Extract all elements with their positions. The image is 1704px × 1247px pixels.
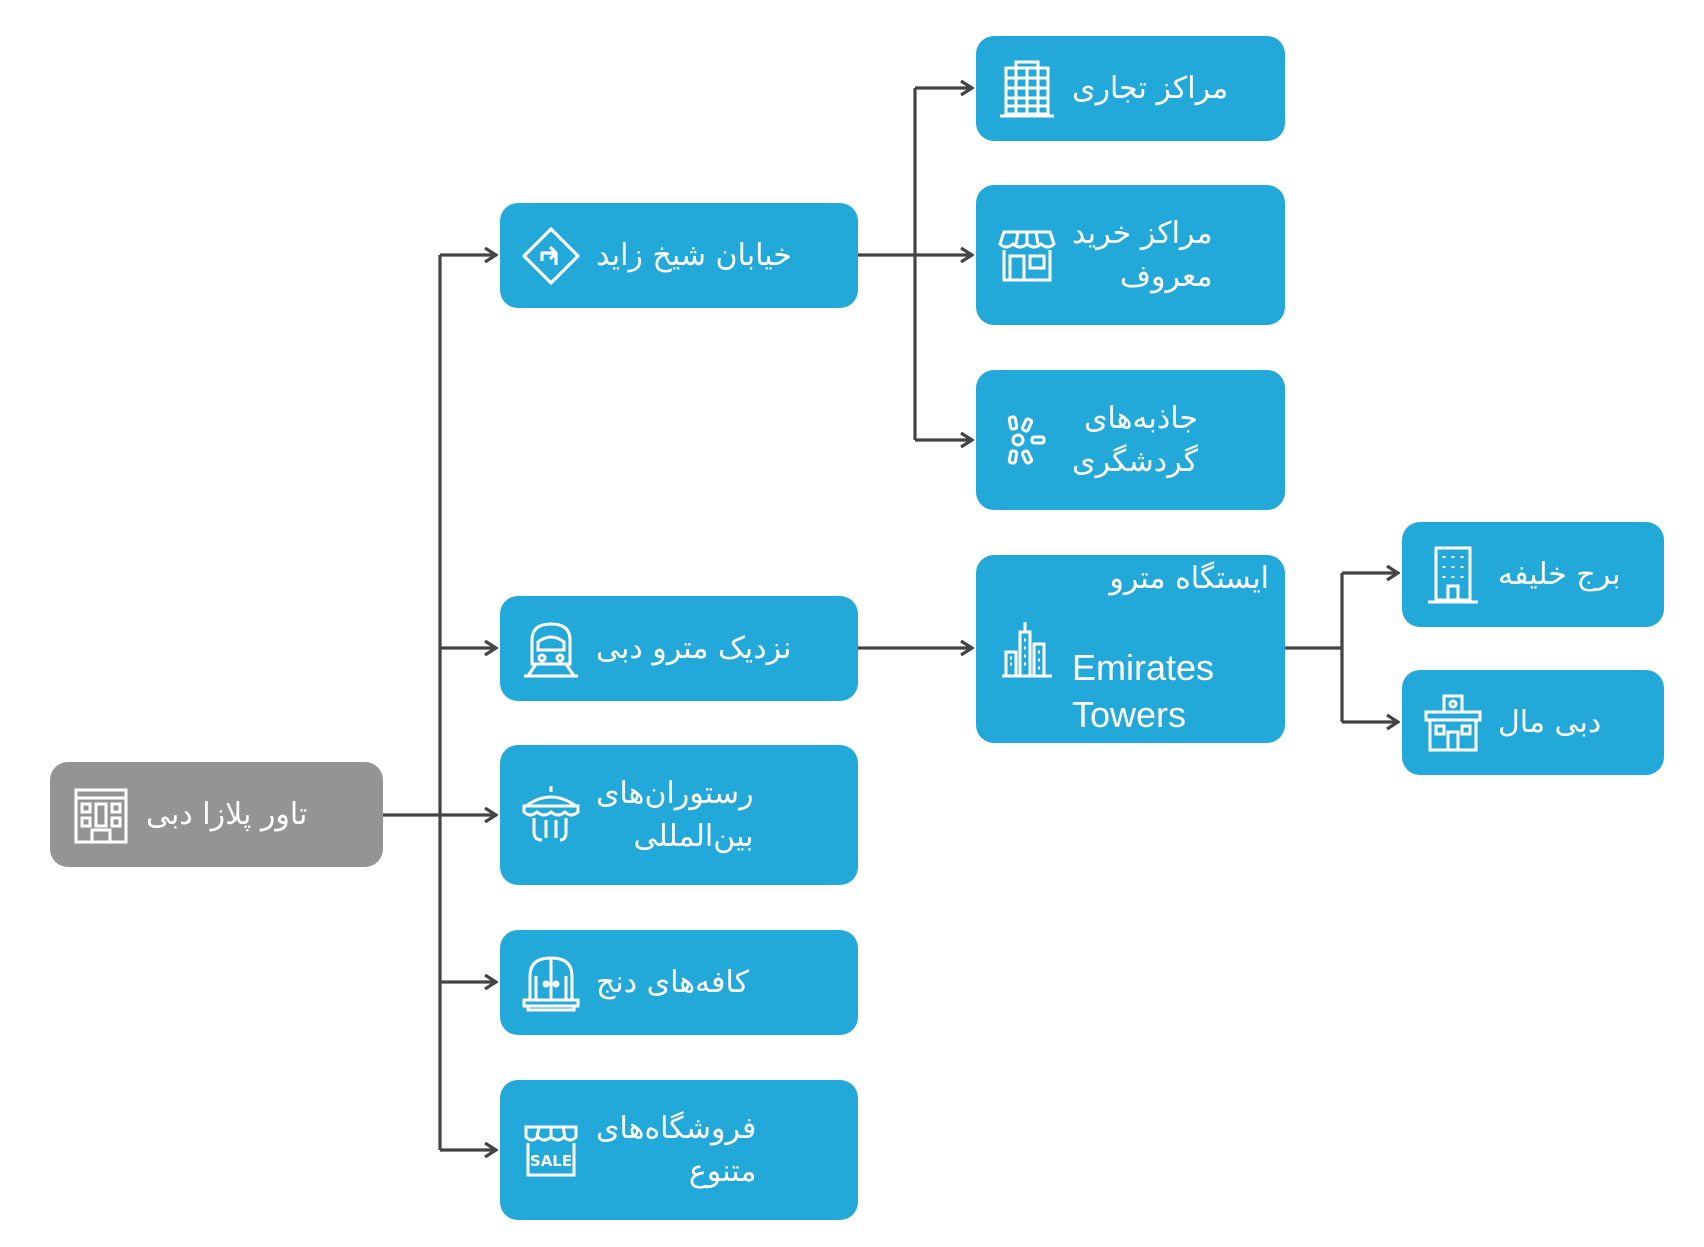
node-tourist-attractions[interactable]: جاذبه‌های گردشگری <box>976 370 1285 510</box>
restaurant-awning-icon <box>520 784 582 846</box>
skyline-icon <box>996 618 1058 680</box>
road-sign-icon <box>520 225 582 287</box>
root-label: تاور پلازا دبی <box>146 796 308 832</box>
tower-icon <box>1422 544 1484 606</box>
cafe-window-icon <box>520 952 582 1014</box>
shopping-centers-label: مراکز خرید معروف <box>1072 215 1213 295</box>
apartment-building-icon <box>70 784 132 846</box>
dubai-mall-label: دبی مال <box>1498 704 1602 740</box>
node-dubai-mall[interactable]: دبی مال <box>1402 670 1664 775</box>
restaurants-label: رستوران‌های بین‌المللی <box>596 775 754 855</box>
cafes-label: کافه‌های دنج <box>596 964 749 1000</box>
attractions-label: جاذبه‌های گردشگری <box>1072 400 1198 480</box>
node-famous-shopping-centers[interactable]: مراکز خرید معروف <box>976 185 1285 325</box>
sheikh-zayed-label: خیابان شیخ زاید <box>596 237 792 273</box>
near-metro-label: نزدیک مترو دبی <box>596 630 792 666</box>
shops-label: فروشگاه‌های متنوع <box>596 1110 757 1190</box>
metro-train-icon <box>520 618 582 680</box>
burj-khalifa-label: برج خلیفه <box>1498 556 1621 592</box>
mall-icon <box>1422 692 1484 754</box>
node-international-restaurants[interactable]: رستوران‌های بین‌المللی <box>500 745 858 885</box>
station-label-fa: ایستگاه مترو <box>1109 561 1269 597</box>
commercial-centers-label: مراکز تجاری <box>1072 70 1229 106</box>
node-varied-shops[interactable]: SALE فروشگاه‌های متنوع <box>500 1080 858 1220</box>
node-burj-khalifa[interactable]: برج خلیفه <box>1402 522 1664 627</box>
node-sheikh-zayed-road[interactable]: خیابان شیخ زاید <box>500 203 858 308</box>
svg-text:SALE: SALE <box>530 1152 572 1170</box>
sale-shop-icon: SALE <box>520 1119 582 1181</box>
office-building-icon <box>996 58 1058 120</box>
node-emirates-towers-station[interactable]: ایستگاه مترو Emirates Towers <box>976 555 1285 743</box>
node-near-dubai-metro[interactable]: نزدیک مترو دبی <box>500 596 858 701</box>
root-node[interactable]: تاور پلازا دبی <box>50 762 383 867</box>
node-commercial-centers[interactable]: مراکز تجاری <box>976 36 1285 141</box>
storefront-icon <box>996 224 1058 286</box>
attraction-sparkle-icon <box>996 409 1058 471</box>
station-label-en: Emirates Towers <box>1072 647 1215 735</box>
node-cozy-cafes[interactable]: کافه‌های دنج <box>500 930 858 1035</box>
